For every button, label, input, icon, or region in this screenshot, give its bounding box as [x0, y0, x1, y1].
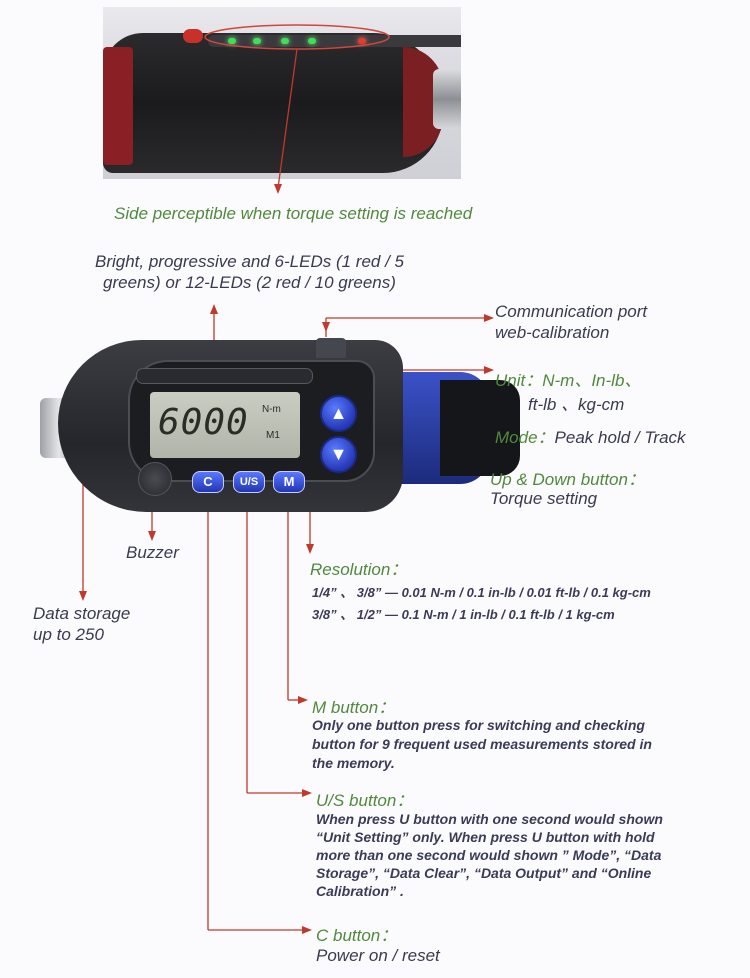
updown-label: Up & Down button：: [490, 470, 645, 489]
us-button[interactable]: U/S: [233, 471, 265, 493]
m-button-label: M button：: [312, 698, 396, 717]
us-button-line3: more than one second would shown ” Mode”…: [316, 847, 662, 863]
side-led-red: [358, 38, 366, 44]
updown-text: Torque setting: [490, 489, 598, 508]
mode-text: Peak hold / Track: [554, 428, 686, 447]
m-button[interactable]: M: [273, 471, 305, 493]
side-view-photo: [103, 7, 461, 179]
lcd-unit-top: N-m: [262, 404, 281, 415]
leds-caption-line2: greens) or 12-LEDs (2 red / 10 greens): [103, 273, 396, 292]
resolution-label: Resolution：: [310, 560, 408, 579]
resolution-row1: 1/4” 、 3/8” — 0.01 N-m / 0.1 in-lb / 0.0…: [312, 585, 651, 600]
side-led-green: [308, 38, 316, 44]
c-button-label: C button：: [316, 926, 398, 945]
lcd-value: 6000: [158, 402, 249, 443]
side-led-green: [228, 38, 236, 44]
m-button-line3: the memory.: [312, 755, 395, 771]
buzzer-label: Buzzer: [126, 543, 179, 562]
us-button-line5: Calibration” .: [316, 883, 404, 899]
wrench-body: [103, 33, 443, 173]
unit-text: Unit：N-m、In-lb、: [495, 371, 642, 390]
unit-line1: Unit：N-m、In-lb、: [495, 366, 641, 391]
c-button-text: Power on / reset: [316, 946, 440, 965]
comm-port-line1: Communication port: [495, 302, 648, 321]
side-led-green: [281, 38, 289, 44]
leds-caption-line1: Bright, progressive and 6-LEDs (1 red / …: [95, 252, 404, 271]
buzzer-icon: [138, 462, 172, 496]
us-button-line1: When press U button with one second woul…: [316, 811, 663, 827]
lcd-display: 6000 N-m M1: [150, 392, 300, 458]
c-button[interactable]: C: [192, 471, 224, 493]
up-button[interactable]: ▲: [320, 395, 357, 432]
lcd-unit-bottom: M1: [266, 430, 280, 441]
mode-label: Mode：: [495, 428, 555, 447]
side-led-green: [253, 38, 261, 44]
unit-line2: ft-lb 、kg-cm: [528, 395, 625, 414]
side-led-bar: [208, 35, 461, 47]
mode-row: Mode：Peak hold / Track: [495, 423, 686, 448]
us-button-line4: Storage”, “Data Clear”, “Data Output” an…: [316, 865, 652, 881]
metal-head: [433, 69, 461, 129]
red-trim-left: [103, 47, 133, 165]
comm-port-line2: web-calibration: [495, 323, 610, 342]
led-strip: [136, 368, 313, 384]
red-indicator: [183, 29, 203, 43]
us-button-label: U/S button：: [316, 791, 414, 810]
us-button-line2: “Unit Setting” only. When press U button…: [316, 829, 655, 845]
m-button-line2: button for 9 frequent used measurements …: [312, 736, 652, 752]
data-storage-line2: up to 250: [33, 625, 104, 644]
black-handle: [440, 380, 520, 476]
data-storage-line1: Data storage: [33, 604, 131, 623]
down-button[interactable]: ▼: [320, 436, 357, 473]
resolution-row2: 3/8” 、 1/2” — 0.1 N-m / 1 in-lb / 0.1 ft…: [312, 607, 615, 622]
communication-port: [316, 338, 346, 358]
m-button-line1: Only one button press for switching and …: [312, 717, 645, 733]
side-caption: Side perceptible when torque setting is …: [114, 204, 473, 223]
